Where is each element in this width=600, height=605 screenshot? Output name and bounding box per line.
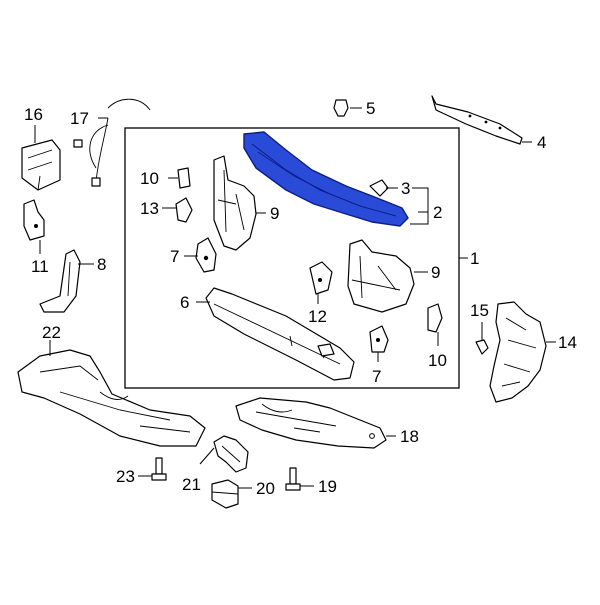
part-10-bracket-lower [427,303,443,346]
part-20-bracket [211,479,252,509]
callout-10b: 10 [428,351,447,370]
callout-13: 13 [140,199,159,218]
part-3-clip [369,179,398,197]
callout-18: 18 [400,427,419,446]
callout-1: 1 [470,249,479,268]
part-12-bracket [309,261,333,304]
callout-7b: 7 [372,367,381,386]
part-18-engine-under-cover [235,397,396,449]
part-9-side-member-right [347,239,428,313]
part-16-module [21,125,61,191]
part-9-side-member-left [213,155,266,251]
part-22-under-cover [17,340,206,447]
part-10-bracket-upper [168,167,191,189]
part-17-wire-harness [73,98,151,187]
part-7-bracket-right [369,325,389,362]
part-4-seal-strip [431,95,532,145]
part-13-bracket [162,197,193,223]
callout-11: 11 [31,257,49,276]
part-7-bracket-left [184,237,217,273]
callout-17: 17 [70,109,89,128]
bracket-2-leader [410,187,429,225]
callout-4: 4 [537,133,546,152]
part-8-support [39,249,94,313]
callout-23: 23 [116,467,135,486]
part-23-bolt [138,457,167,481]
part-21-bracket [199,435,249,473]
callout-9b: 9 [431,263,440,282]
callout-19: 19 [318,477,337,496]
callout-14: 14 [558,333,577,352]
callout-3: 3 [401,179,410,198]
callout-22: 22 [42,323,61,342]
callout-10a: 10 [140,169,159,188]
callout-2: 2 [433,203,442,222]
callout-9a: 9 [270,204,279,223]
highlighted-upper-support [243,131,409,227]
part-2-upper-tie-bar [243,131,409,227]
callout-8: 8 [97,255,106,274]
callout-16: 16 [24,105,43,124]
callout-21: 21 [182,475,201,494]
part-11-bracket [23,199,45,254]
part-6-lower-tie-bar [196,287,355,381]
callout-6: 6 [180,293,189,312]
callout-12: 12 [308,307,327,326]
part-5-nut [333,99,362,117]
part-15-clip [475,322,489,355]
callout-20: 20 [256,479,275,498]
callout-7a: 7 [170,247,179,266]
part-14-air-guide [489,301,556,403]
callout-5: 5 [366,99,375,118]
part-19-bolt [285,467,314,491]
callout-15: 15 [470,301,489,320]
